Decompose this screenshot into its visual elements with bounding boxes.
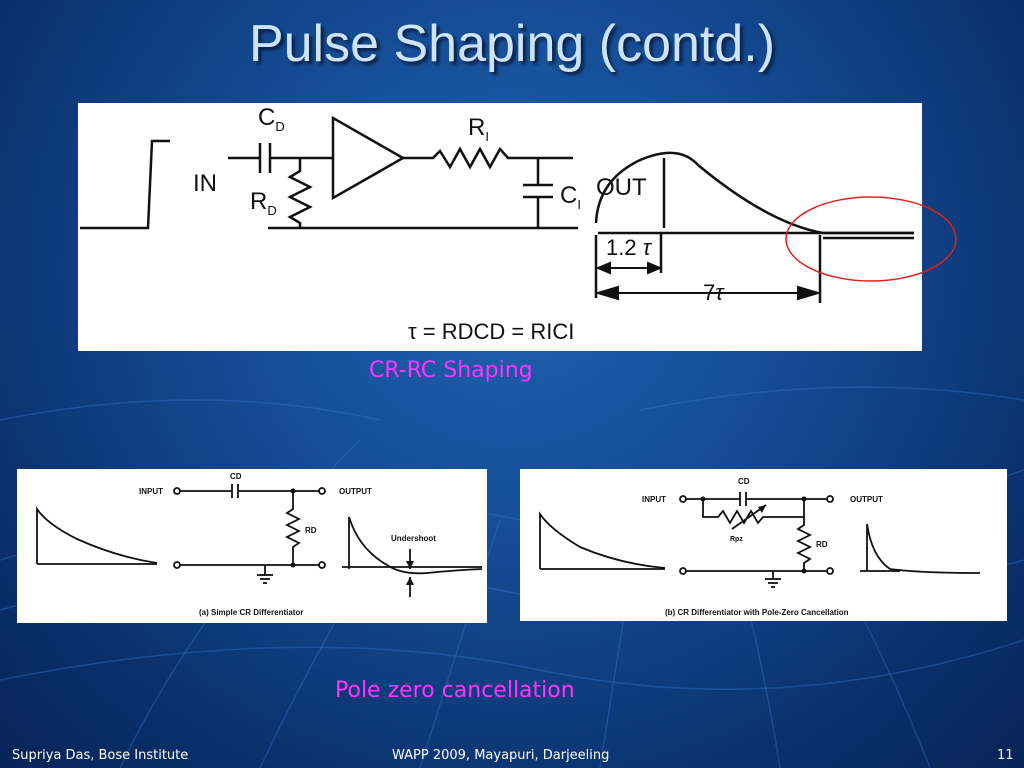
simple-cr-differentiator-diagram: INPUT CD OUTPUT RD Undershoot (a) Simple… [17, 469, 487, 623]
slide-title: Pulse Shaping (contd.) [248, 15, 776, 73]
diagram-a-input: INPUT [139, 487, 163, 496]
diagram-a-output: OUTPUT [339, 487, 372, 496]
pole-zero-caption: Pole zero cancellation [335, 678, 575, 703]
cd-label: CD [258, 104, 285, 134]
footer-event: WAPP 2009, Mayapuri, Darjeeling [392, 748, 610, 763]
diagram-b-svg: INPUT CD OUTPUT Rpz RD (b) CR Differenti… [539, 477, 981, 617]
in-label: IN [193, 170, 217, 197]
tau-formula: τ = RDCD = RICI [408, 319, 574, 344]
cr-rc-circuit-diagram: CD IN RD RI CI OUT 1.2 τ 7τ τ = RDCD = R… [78, 103, 922, 351]
cr-rc-circuit-svg: CD IN RD RI CI OUT 1.2 τ 7τ τ = RDCD = R… [80, 104, 914, 344]
footer-author: Supriya Das, Bose Institute [12, 748, 189, 763]
diagram-a-caption: (a) Simple CR Differentiator [199, 608, 303, 617]
t12-label: 1.2 τ [606, 235, 653, 260]
ri-label: RI [468, 114, 489, 144]
diagram-a-cd: CD [230, 472, 242, 481]
t7-label: 7τ [703, 280, 725, 305]
rd-label: RD [250, 188, 277, 218]
diagram-b-rpz: Rpz [730, 536, 743, 543]
highlight-ellipse [785, 196, 957, 282]
diagram-a-rd: RD [305, 526, 317, 535]
cr-rc-caption: CR-RC Shaping [369, 358, 533, 383]
diagram-b-cd: CD [738, 477, 750, 486]
diagram-b-rd: RD [816, 540, 828, 549]
diagram-b-output: OUTPUT [850, 495, 883, 504]
diagram-a-undershoot: Undershoot [391, 534, 436, 543]
page-number: 11 [997, 748, 1014, 763]
diagram-a-svg: INPUT CD OUTPUT RD Undershoot (a) Simple… [36, 472, 483, 617]
diagram-b-input: INPUT [642, 495, 666, 504]
out-label: OUT [596, 174, 647, 201]
diagram-b-caption: (b) CR Differentiator with Pole-Zero Can… [665, 608, 849, 617]
pole-zero-cr-differentiator-diagram: INPUT CD OUTPUT Rpz RD (b) CR Differenti… [520, 469, 1007, 621]
ci-label: CI [560, 182, 581, 212]
